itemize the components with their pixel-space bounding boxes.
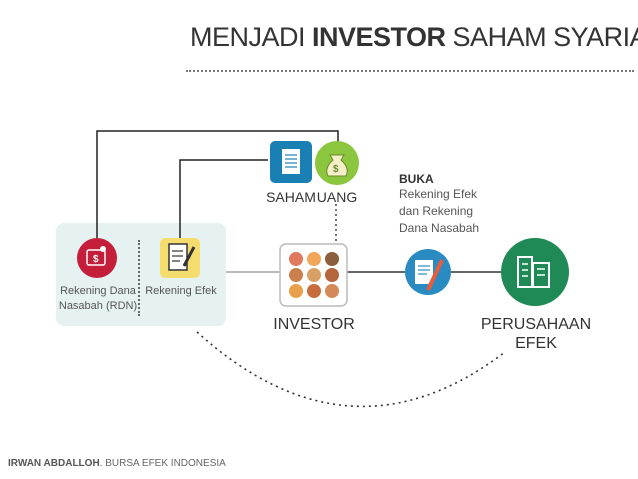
svg-text:$: $ [333,164,339,175]
title-suffix: SAHAM SYARIAH [452,22,638,52]
title-divider [186,70,634,72]
rdn-label-line2: Nasabah (RDN) [58,300,138,312]
buka-line2: dan Rekening [399,204,474,218]
title-bold: INVESTOR [312,22,446,52]
footer-author: IRWAN ABDALLOH [8,458,100,469]
rdn-money-bag-icon: $ [77,238,117,278]
title-prefix: MENJADI [190,22,313,52]
investor-people-icon [279,243,348,307]
svg-text:$: $ [93,254,99,265]
rdn-label-line1: Rekening Dana [60,285,136,297]
uang-label: UANG [316,189,358,205]
buka-line3: Dana Nasabah [399,221,480,235]
connector-efek-saham [179,159,268,238]
efek-label: Rekening Efek [145,285,217,297]
open-account-form-icon [405,249,451,295]
page-title: MENJADI INVESTOR SAHAM SYARIAH [190,22,638,53]
footer-credit: IRWAN ABDALLOH. BURSA EFEK INDONESIA [8,458,226,469]
perusahaan-label-line2: EFEK [515,335,557,352]
perusahaan-building-icon [501,238,569,306]
buka-line1: Rekening Efek [399,187,478,201]
investor-label: INVESTOR [273,316,355,333]
buka-heading: BUKA [399,172,434,186]
footer-rest: . BURSA EFEK INDONESIA [99,458,226,469]
accounts-divider [138,240,140,316]
dotted-arc [196,331,506,408]
saham-document-icon [270,141,312,183]
efek-form-icon [160,238,200,278]
saham-label: SAHAM [266,189,316,205]
buka-annotation: BUKA Rekening Efek dan Rekening Dana Nas… [399,172,499,237]
perusahaan-label: PERUSAHAAN EFEK [478,315,594,353]
perusahaan-label-line1: PERUSAHAAN [480,316,592,333]
connector-rdn-uang [96,130,339,238]
rdn-label: Rekening Dana Nasabah (RDN) [58,284,138,314]
uang-money-bag-icon: $ [315,141,359,185]
